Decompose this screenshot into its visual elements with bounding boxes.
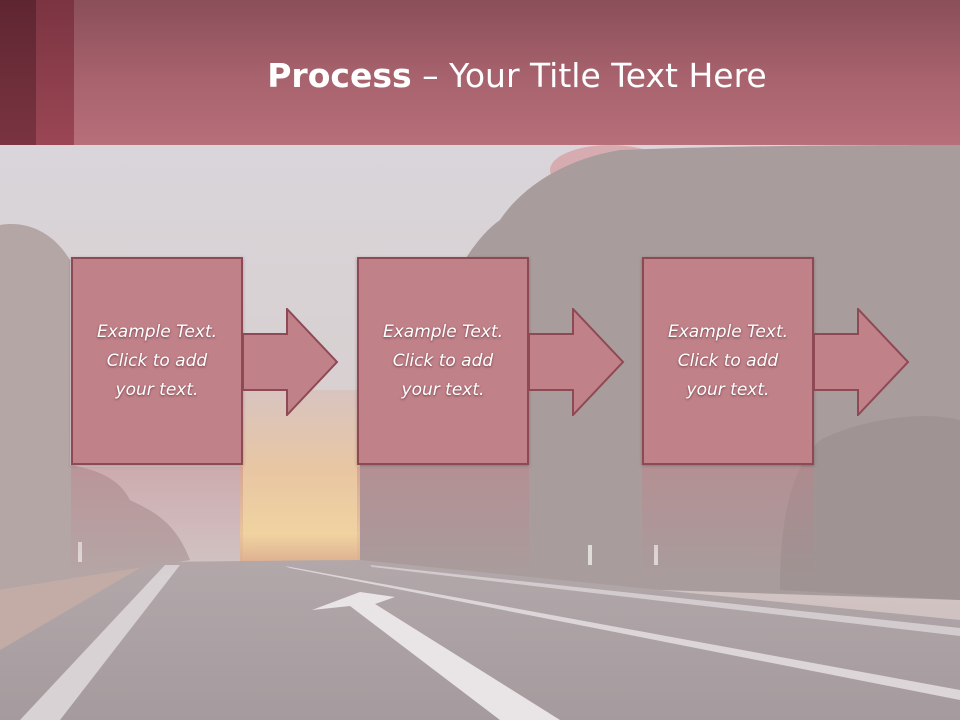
title-bold-part: Process	[267, 56, 412, 95]
step-text: Example Text. Click to add your text.	[82, 318, 232, 405]
banner-accent-mid	[36, 0, 74, 145]
step-text-line: your text.	[686, 379, 770, 400]
process-step-1[interactable]: Example Text. Click to add your text.	[71, 257, 243, 465]
title-rest: – Your Title Text Here	[411, 56, 767, 95]
step-text-line: Click to add	[392, 350, 494, 371]
right-arrow-icon	[814, 308, 910, 416]
process-step-3[interactable]: Example Text. Click to add your text.	[642, 257, 814, 465]
step-text: Example Text. Click to add your text.	[368, 318, 518, 405]
step-text-line: Click to add	[106, 350, 208, 371]
step-text-line: your text.	[401, 379, 485, 400]
step-text-line: Example Text.	[667, 321, 789, 342]
page-title[interactable]: Process – Your Title Text Here	[74, 54, 960, 98]
step-text: Example Text. Click to add your text.	[653, 318, 803, 405]
step-text-line: your text.	[115, 379, 199, 400]
step-text-line: Example Text.	[382, 321, 504, 342]
step-text-line: Click to add	[677, 350, 779, 371]
process-step-2[interactable]: Example Text. Click to add your text.	[357, 257, 529, 465]
title-banner	[0, 0, 960, 145]
banner-accent-dark	[0, 0, 36, 145]
right-arrow-icon	[529, 308, 625, 416]
step-reflection	[357, 467, 529, 577]
step-reflection	[71, 467, 243, 577]
step-text-line: Example Text.	[96, 321, 218, 342]
right-arrow-icon	[243, 308, 339, 416]
step-reflection	[642, 467, 814, 577]
